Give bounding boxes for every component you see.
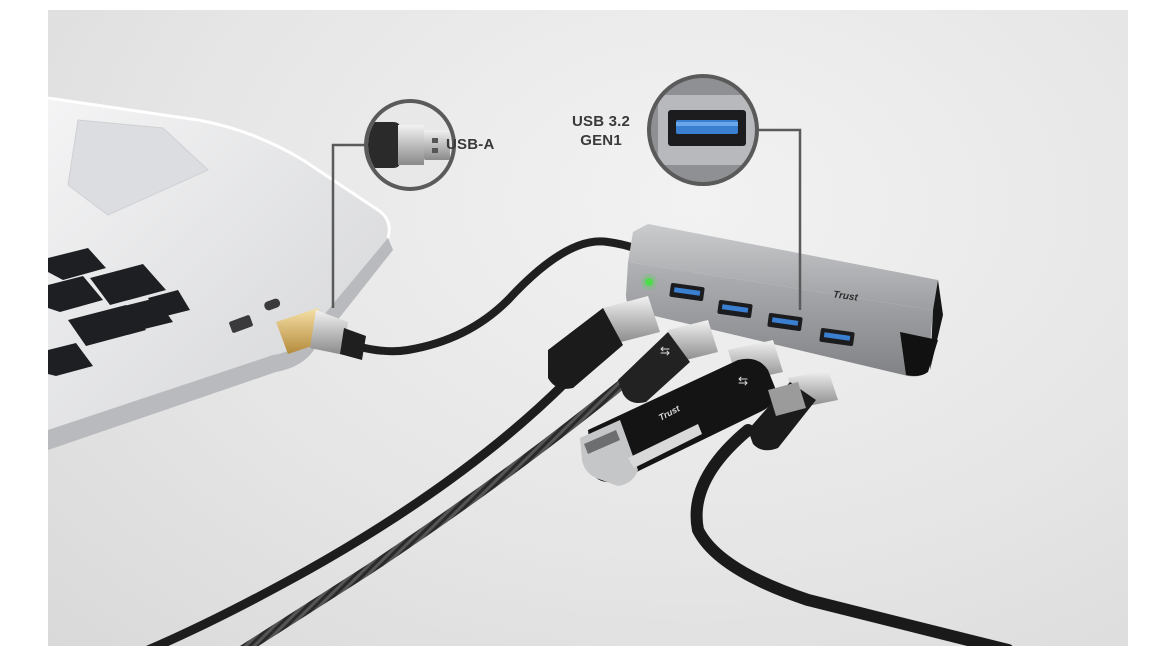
hub-status-led: [645, 278, 653, 286]
callout-usb-a: [331, 99, 456, 308]
label-usb-32-line2: GEN1: [580, 132, 622, 149]
hub-usb-a-plug: [276, 308, 366, 360]
product-illustration: ⇆ ⇆: [48, 74, 1013, 646]
card-reader: ⇆: [580, 340, 783, 486]
product-photo-scene: ⇆ ⇆: [48, 10, 1128, 646]
laptop-touchpad: [67, 119, 209, 216]
usb-plug-braided: ⇆: [618, 320, 718, 403]
svg-text:⇆: ⇆: [738, 374, 748, 388]
laptop: [48, 96, 393, 450]
laptop-edge: [48, 238, 393, 450]
hub-ports: [669, 282, 855, 347]
label-usb-32-line1: USB 3.2: [572, 113, 631, 130]
callout-leader-usb-a: [331, 143, 368, 308]
flat-usb-cable: [690, 424, 1013, 646]
hub-end-cap: [900, 332, 938, 376]
usb-plug-grey: [748, 370, 838, 451]
label-usb-a: USB-A: [446, 136, 495, 153]
usb-hub: [626, 224, 943, 377]
braided-usb-cable: [240, 370, 638, 646]
label-usb-32: USB 3.2 GEN1: [572, 112, 630, 150]
laptop-usbc-port: [264, 298, 281, 311]
black-usb-cable: [145, 375, 573, 646]
usb-plug-black: [548, 296, 660, 389]
laptop-keyboard: [48, 248, 190, 376]
usb-icon: ⇆: [660, 344, 670, 358]
hub-cable: [334, 237, 662, 356]
callout-usb-32: [647, 74, 802, 310]
callout-leader-usb-32: [757, 128, 802, 310]
laptop-usb-port: [229, 315, 253, 333]
